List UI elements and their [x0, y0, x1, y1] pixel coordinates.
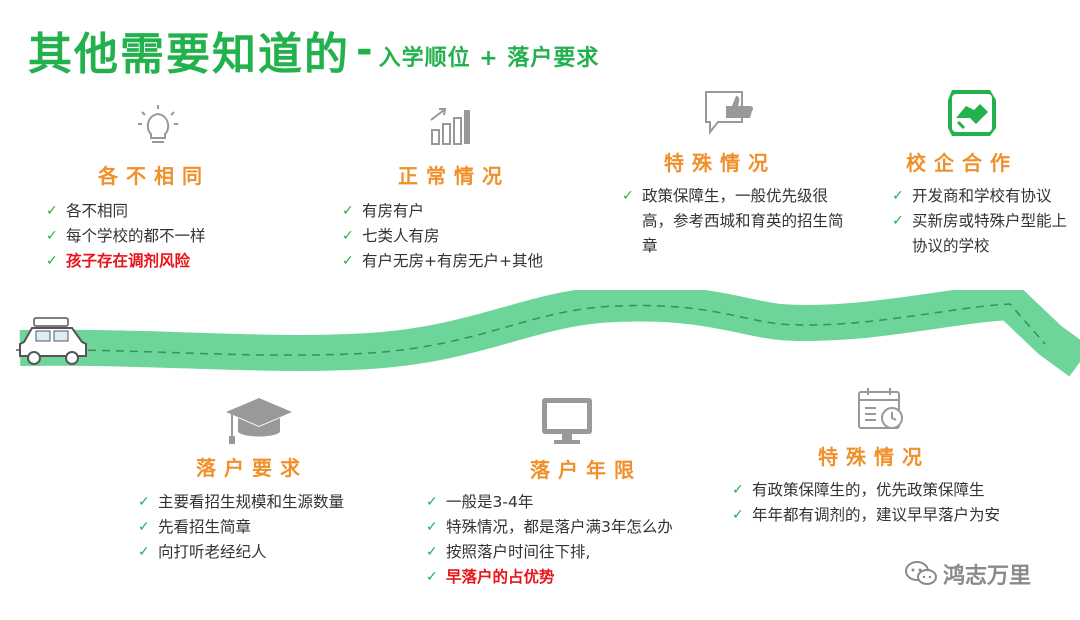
list-item-highlight: ✓孩子存在调剂风险 — [46, 252, 191, 270]
list-item: ✓向打听老经纪人 — [138, 543, 267, 561]
section-heading-2: 正常情况 — [398, 164, 510, 188]
section-list-7: ✓有政策保障生的，优先政策保障生 ✓年年都有调剂的，建议早早落户为安 — [732, 478, 1000, 528]
title-dash: - — [356, 27, 373, 73]
car-icon — [16, 317, 87, 365]
title-subtitle: 入学顺位 + 落户要求 — [378, 46, 600, 71]
calendar-clock-icon — [858, 388, 903, 429]
section-heading-4: 校企合作 — [906, 151, 1018, 175]
list-item: ✓按照落户时间往下排, — [426, 543, 591, 561]
lightbulb-icon — [138, 105, 178, 143]
list-item: ✓主要看招生规模和生源数量 — [138, 493, 345, 511]
list-item: ✓七类人有房 — [342, 227, 440, 245]
handshake-icon — [948, 90, 996, 136]
list-item: ✓各不相同 — [46, 202, 129, 220]
section-list-1: ✓各不相同 ✓每个学校的都不一样 ✓孩子存在调剂风险 — [46, 199, 206, 274]
graduation-cap-icon — [226, 398, 292, 444]
section-list-2: ✓有房有户 ✓七类人有房 ✓有户无房+有房无户+其他 — [342, 199, 543, 274]
section-heading-5: 落户要求 — [196, 456, 308, 480]
watermark: 鸿志万里 — [905, 558, 1031, 590]
section-list-6: ✓一般是3-4年 ✓特殊情况，都是落户满3年怎么办 ✓按照落户时间往下排, ✓早… — [426, 490, 673, 590]
wechat-icon — [905, 561, 937, 585]
list-item: ✓年年都有调剂的，建议早早落户为安 — [732, 506, 1001, 524]
list-item: ✓一般是3-4年 — [426, 493, 534, 511]
section-list-3: ✓政策保障生，一般优先级很高，参考西城和育英的招生简章 — [622, 184, 846, 259]
list-item-highlight: ✓早落户的占优势 — [426, 568, 555, 586]
list-item: ✓政策保障生，一般优先级很高，参考西城和育英的招生简章 — [622, 187, 844, 255]
list-item: ✓先看招生简章 — [138, 518, 252, 536]
section-heading-7: 特殊情况 — [818, 445, 930, 469]
list-item: ✓有房有户 — [342, 202, 425, 220]
monitor-icon — [542, 398, 592, 444]
list-item: ✓每个学校的都不一样 — [46, 227, 206, 245]
list-item: ✓买新房或特殊户型能上协议的学校 — [892, 212, 1068, 255]
list-item: ✓有户无房+有房无户+其他 — [342, 252, 543, 270]
list-item: ✓开发商和学校有协议 — [892, 187, 1052, 205]
watermark-text: 鸿志万里 — [943, 564, 1032, 589]
bar-chart-icon — [430, 108, 470, 145]
road-illustration — [19, 290, 1080, 377]
list-item: ✓特殊情况，都是落户满3年怎么办 — [426, 518, 673, 536]
page-title: 其他需要知道的 - 入学顺位 + 落户要求 — [28, 18, 599, 82]
section-list-5: ✓主要看招生规模和生源数量 ✓先看招生简章 ✓向打听老经纪人 — [138, 490, 344, 565]
title-main: 其他需要知道的 — [28, 29, 350, 80]
section-heading-6: 落户年限 — [530, 458, 642, 482]
section-heading-1: 各不相同 — [98, 164, 210, 188]
section-list-4: ✓开发商和学校有协议 ✓买新房或特殊户型能上协议的学校 — [892, 184, 1076, 259]
thumbs-up-icon — [705, 91, 754, 135]
list-item: ✓有政策保障生的，优先政策保障生 — [732, 481, 985, 499]
section-heading-3: 特殊情况 — [664, 151, 776, 175]
